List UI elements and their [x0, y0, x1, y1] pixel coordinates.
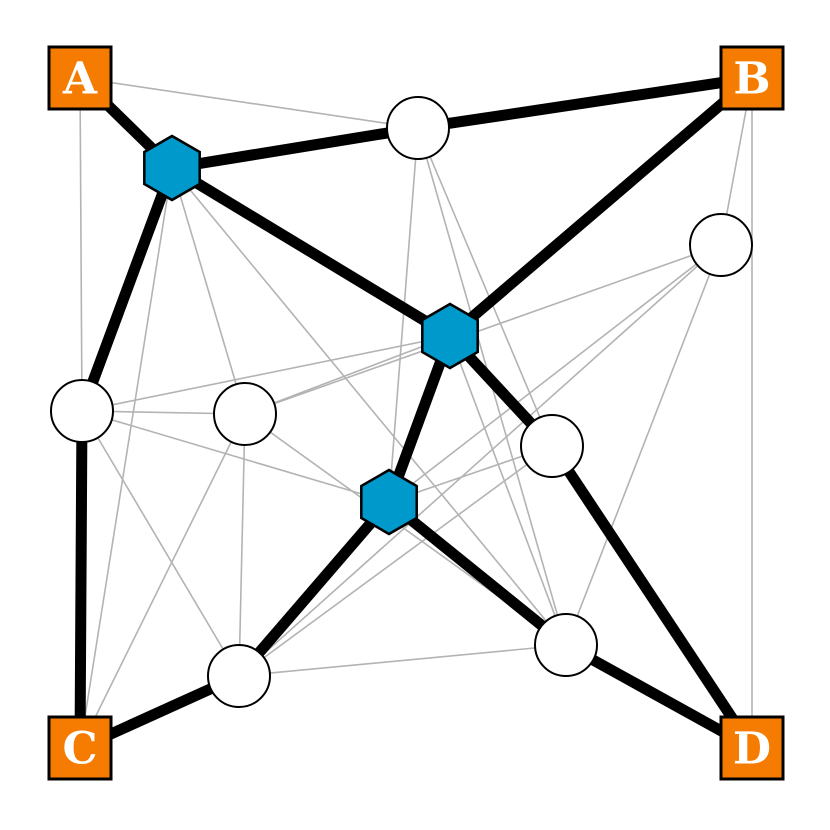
- light-edge-s2-n8: [449, 335, 567, 646]
- light-edge-n2-n8: [565, 244, 722, 646]
- circle-node-n5: [520, 414, 584, 478]
- circle-node-n4: [213, 382, 277, 446]
- light-edge-A-n1: [79, 77, 419, 129]
- light-edge-A-n3: [79, 77, 83, 412]
- light-edge-n7-n8: [238, 644, 567, 677]
- light-edge-n2-n7: [238, 244, 722, 677]
- circle-node-n7: [207, 644, 271, 708]
- circle-node-n3: [50, 379, 114, 443]
- light-edge-n1-n5: [417, 127, 553, 447]
- terminal-label-A: A: [62, 54, 98, 105]
- terminal-A: A: [47, 45, 113, 111]
- heavy-edge-s1-s2: [166, 162, 456, 342]
- light-edge-s2-n4: [244, 335, 451, 415]
- terminal-label-C: C: [62, 724, 97, 775]
- hexagon-node-s3: [360, 468, 418, 536]
- circle-node-n2: [689, 213, 753, 277]
- hexagon-node-s1: [143, 134, 201, 202]
- terminal-box-A: [47, 45, 113, 111]
- terminal-D: D: [719, 715, 785, 781]
- hexagon-node-s2: [421, 302, 479, 370]
- heavy-edge-s1-n1: [166, 122, 424, 174]
- light-edge-n2-s3: [388, 244, 722, 503]
- circle-node-n1: [386, 96, 450, 160]
- heavy-edge-s2-s3: [383, 330, 456, 508]
- light-edge-n3-s3: [81, 410, 390, 503]
- light-edge-C-n4: [79, 413, 246, 749]
- circle-node-n8: [534, 613, 598, 677]
- terminal-label-D: D: [733, 724, 771, 775]
- heavy-edge-n3-C: [74, 405, 88, 754]
- terminal-box-D: [719, 715, 785, 781]
- heavy-edge-n5-D: [546, 440, 758, 754]
- heavy-edge-s2-B: [444, 72, 758, 342]
- terminal-box-B: [719, 45, 785, 111]
- light-edge-n4-n7: [238, 413, 246, 677]
- light-edge-s1-n4: [171, 167, 246, 415]
- light-edge-n1-s3: [388, 127, 419, 503]
- light-edge-n2-n4: [244, 244, 722, 415]
- light-edge-n5-n7: [238, 445, 553, 677]
- heavy-edge-n1-B: [412, 72, 758, 134]
- light-edge-s2-n3: [81, 335, 451, 412]
- terminal-B: B: [719, 45, 785, 111]
- light-edge-n3-n7: [81, 410, 240, 677]
- light-edge-C-s1: [79, 167, 173, 749]
- heavy-edge-n7-s3: [233, 496, 395, 682]
- terminal-label-B: B: [733, 54, 770, 105]
- light-edge-s1-n8: [171, 167, 567, 646]
- nodes-layer: A B C D: [47, 45, 785, 781]
- terminal-box-C: [47, 715, 113, 781]
- terminal-C: C: [47, 715, 113, 781]
- heavy-edge-s1-n3: [76, 162, 178, 417]
- heavy-edge-s3-n8: [383, 496, 572, 651]
